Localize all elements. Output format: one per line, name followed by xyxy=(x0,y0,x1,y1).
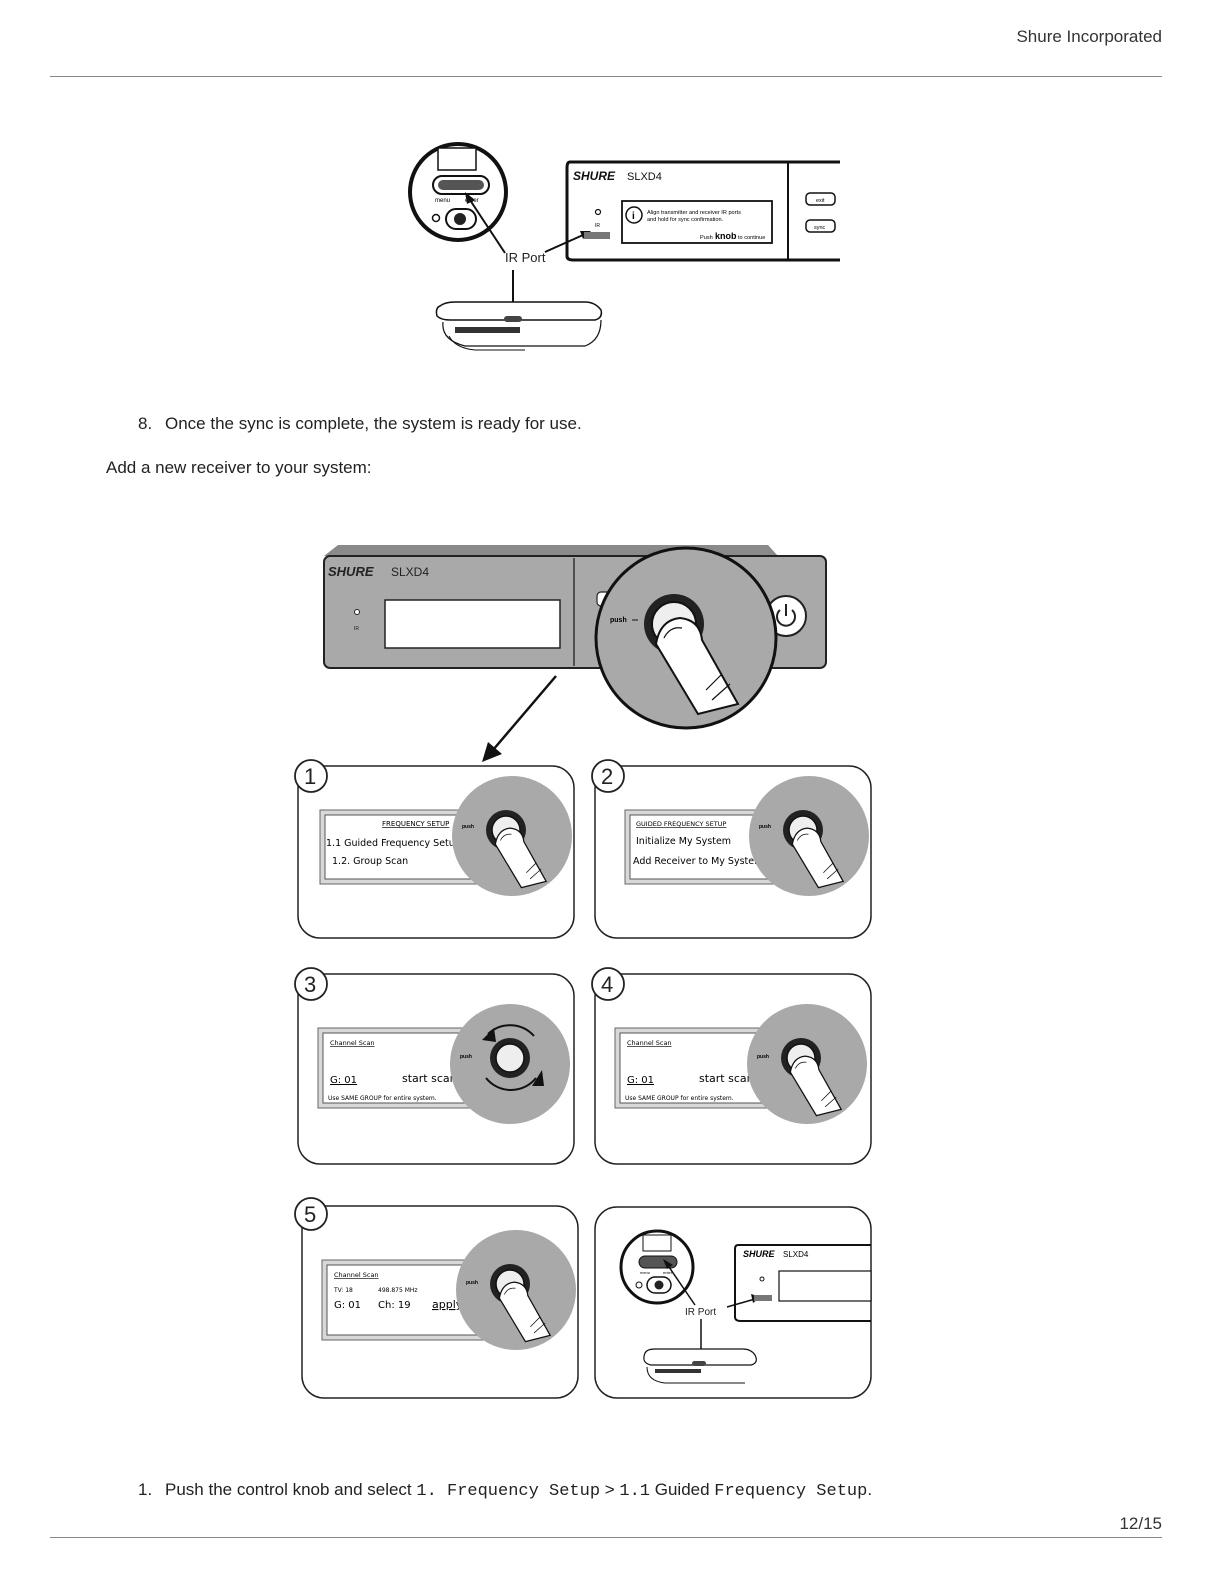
add-receiver-figure: SHURE SLXD4 IR push 1 FREQUENCY SETUP 1.… xyxy=(294,545,872,1399)
svg-text:1.2. Group Scan: 1.2. Group Scan xyxy=(332,856,408,867)
step-panel-1: 1 FREQUENCY SETUP 1.1 Guided Frequency S… xyxy=(294,759,575,939)
step-number: 1. xyxy=(138,1480,153,1499)
svg-text:SLXD4: SLXD4 xyxy=(783,1250,809,1259)
step-panel-2: 2 GUIDED FREQUENCY SETUP Initialize My S… xyxy=(591,759,872,939)
menu-item-code: 1.1 xyxy=(619,1482,651,1501)
svg-text:3: 3 xyxy=(304,972,316,997)
svg-text:SLXD4: SLXD4 xyxy=(627,171,662,183)
svg-text:2: 2 xyxy=(601,764,613,789)
step-text: Once the sync is complete, the system is… xyxy=(165,414,582,433)
svg-text:SLXD4: SLXD4 xyxy=(391,565,429,579)
exit-button xyxy=(805,192,836,206)
svg-text:IR: IR xyxy=(354,626,359,632)
svg-text:SHURE: SHURE xyxy=(743,1249,776,1259)
menu-item-word: Guided xyxy=(650,1480,715,1499)
svg-text:push: push xyxy=(610,617,627,624)
ir-port-label: IR Port xyxy=(505,250,546,265)
step-text: Push the control knob and select xyxy=(165,1480,417,1499)
svg-text:Channel Scan: Channel Scan xyxy=(627,1039,672,1047)
knob-zoom-circle: push xyxy=(594,546,778,730)
svg-text:Align transmitter and receiver: Align transmitter and receiver IR ports xyxy=(647,210,741,216)
svg-text:knob: knob xyxy=(715,231,737,241)
step-8: 8. Once the sync is complete, the system … xyxy=(138,414,582,434)
svg-text:SHURE: SHURE xyxy=(573,169,616,183)
svg-text:push: push xyxy=(759,824,771,830)
sentence-end: . xyxy=(867,1480,873,1499)
svg-text:to continue: to continue xyxy=(738,235,765,241)
svg-text:GUIDED FREQUENCY SETUP: GUIDED FREQUENCY SETUP xyxy=(636,820,727,828)
svg-text:Use SAME GROUP for entire syst: Use SAME GROUP for entire system. xyxy=(328,1095,437,1102)
svg-text:498.875 MHz: 498.875 MHz xyxy=(378,1287,418,1294)
svg-text:i: i xyxy=(632,211,635,222)
step-panel-5: 5 Channel Scan TV: 18 498.875 MHz G: 01 … xyxy=(294,1197,579,1399)
page-number: 12/15 xyxy=(1119,1514,1162,1533)
svg-text:Push: Push xyxy=(700,235,713,241)
svg-text:TV: 18: TV: 18 xyxy=(333,1287,353,1294)
svg-text:Ch: 19: Ch: 19 xyxy=(378,1300,411,1311)
svg-text:4: 4 xyxy=(601,972,613,997)
header-company: Shure Incorporated xyxy=(1016,27,1162,46)
svg-text:menu: menu xyxy=(435,198,450,204)
bodypack-transmitter xyxy=(435,301,603,321)
svg-text:IR: IR xyxy=(595,223,600,229)
svg-text:push: push xyxy=(757,1054,769,1060)
menu-item-code-2: Frequency Setup xyxy=(714,1482,868,1501)
step-panel-6: menu enter IR Port SHURE SLXD4 xyxy=(594,1206,872,1399)
svg-text:5: 5 xyxy=(304,1202,316,1227)
receiver-panel xyxy=(565,160,840,262)
svg-text:FREQUENCY SETUP: FREQUENCY SETUP xyxy=(382,820,449,828)
svg-text:Add Receiver to My System: Add Receiver to My System xyxy=(633,856,763,867)
svg-text:SHURE: SHURE xyxy=(328,564,374,579)
header-divider xyxy=(50,76,1162,77)
ir-sync-figure: menu enter IR Port SHURE SLXD4 IR i Alig… xyxy=(408,142,840,351)
info-icon xyxy=(625,206,643,224)
step-number: 8. xyxy=(138,414,153,433)
separator: > xyxy=(600,1480,620,1499)
step-1: 1. Push the control knob and select 1. Fr… xyxy=(138,1480,872,1501)
step-panel-3: 3 Channel Scan G: 01 start scan Use SAME… xyxy=(294,967,575,1165)
svg-text:and hold for sync confirmation: and hold for sync confirmation. xyxy=(647,217,724,223)
svg-text:start scan: start scan xyxy=(402,1072,457,1085)
footer-divider xyxy=(50,1537,1162,1538)
svg-text:G: 01: G: 01 xyxy=(330,1075,357,1086)
svg-text:sync: sync xyxy=(814,225,826,231)
svg-text:Initialize My System: Initialize My System xyxy=(636,836,731,847)
svg-text:G: 01: G: 01 xyxy=(627,1075,654,1086)
svg-text:Channel Scan: Channel Scan xyxy=(330,1039,375,1047)
svg-text:exit: exit xyxy=(816,198,825,204)
svg-text:Channel Scan: Channel Scan xyxy=(334,1271,379,1279)
info-display xyxy=(621,200,773,244)
svg-text:Use SAME GROUP for entire syst: Use SAME GROUP for entire system. xyxy=(625,1095,734,1102)
menu-path-code: 1. Frequency Setup xyxy=(416,1482,601,1501)
svg-text:menu: menu xyxy=(640,1270,650,1275)
svg-text:G: 01: G: 01 xyxy=(334,1300,361,1311)
intro-text: Add a new receiver to your system: xyxy=(106,458,372,477)
svg-text:1.1 Guided Frequency Setup: 1.1 Guided Frequency Setup xyxy=(326,838,461,849)
svg-text:apply: apply xyxy=(432,1298,463,1311)
receiver-display xyxy=(384,599,561,649)
svg-text:push: push xyxy=(462,824,474,830)
svg-text:start scan: start scan xyxy=(699,1072,754,1085)
svg-text:push: push xyxy=(466,1280,478,1286)
svg-text:push: push xyxy=(460,1054,472,1060)
svg-text:enter: enter xyxy=(663,1270,673,1275)
svg-text:1: 1 xyxy=(304,764,316,789)
sync-button xyxy=(805,219,836,233)
step-panel-4: 4 Channel Scan G: 01 start scan Use SAME… xyxy=(591,967,872,1165)
svg-text:IR Port: IR Port xyxy=(685,1307,716,1318)
